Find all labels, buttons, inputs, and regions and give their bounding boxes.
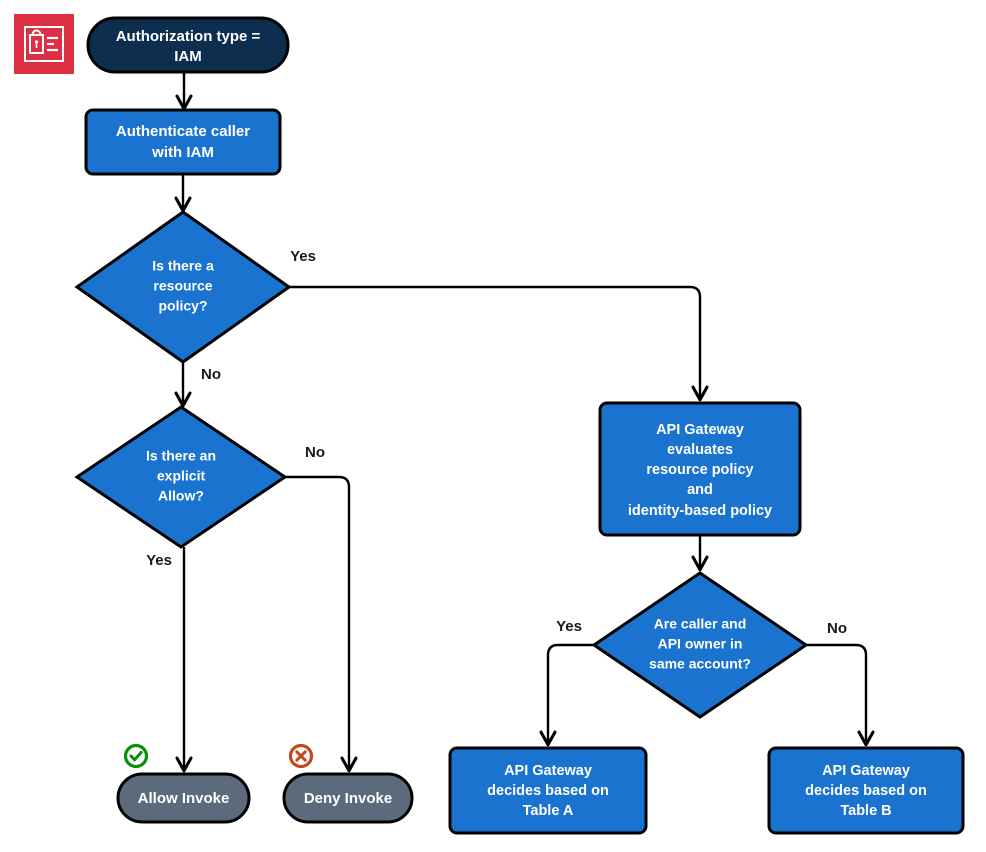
- edge-label-resource-policy-no: No: [201, 366, 221, 383]
- node-evaluates-line-2: evaluates: [667, 442, 733, 458]
- edge-same-account-yes-to-table-a: [548, 643, 594, 744]
- node-table-a-line-2: decides based on: [487, 783, 609, 799]
- node-allow-invoke-label: Allow Invoke: [138, 790, 230, 807]
- node-authenticate-line-1: Authenticate caller: [116, 123, 250, 140]
- check-circle-icon: [123, 743, 149, 769]
- node-deny-invoke-label: Deny Invoke: [304, 790, 392, 807]
- node-same-account-line-2: API owner in: [658, 636, 743, 652]
- x-circle-icon: [288, 743, 314, 769]
- edge-label-explicit-allow-no: No: [305, 444, 325, 461]
- node-same-account-line-1: Are caller and: [654, 616, 747, 632]
- node-start-line-2: IAM: [174, 48, 202, 65]
- node-deny-invoke[interactable]: Deny Invoke: [282, 772, 414, 824]
- node-evaluates-line-1: API Gateway: [656, 422, 744, 438]
- node-resource-policy-line-1: Is there a: [152, 258, 214, 274]
- node-table-a[interactable]: API Gateway decides based on Table A: [448, 746, 648, 835]
- node-same-account-line-3: same account?: [649, 656, 751, 672]
- node-start-authorization-type[interactable]: Authorization type = IAM: [86, 16, 290, 74]
- node-resource-policy-line-3: policy?: [158, 298, 207, 314]
- node-authenticate-line-2: with IAM: [151, 144, 214, 161]
- edge-resource-policy-yes-to-evaluates: [289, 285, 700, 399]
- edge-label-explicit-allow-yes: Yes: [146, 552, 172, 569]
- edge-label-resource-policy-yes: Yes: [290, 248, 316, 265]
- node-evaluates-line-5: identity-based policy: [628, 503, 772, 519]
- node-explicit-allow-line-3: Allow?: [158, 488, 204, 504]
- node-table-b-line-3: Table B: [840, 803, 891, 819]
- edge-explicit-allow-no-to-deny: [285, 475, 349, 770]
- node-table-b-line-2: decides based on: [805, 783, 927, 799]
- node-decision-explicit-allow[interactable]: Is there an explicit Allow?: [74, 405, 288, 549]
- node-decision-resource-policy[interactable]: Is there a resource policy?: [74, 210, 292, 364]
- node-authenticate-caller[interactable]: Authenticate caller with IAM: [84, 108, 282, 176]
- node-evaluates-line-3: resource policy: [646, 462, 753, 478]
- edge-label-same-account-no: No: [827, 620, 847, 637]
- node-table-b[interactable]: API Gateway decides based on Table B: [767, 746, 965, 835]
- node-evaluates-line-4: and: [687, 482, 713, 498]
- node-explicit-allow-line-2: explicit: [157, 468, 206, 484]
- node-allow-invoke[interactable]: Allow Invoke: [116, 772, 251, 824]
- edge-label-same-account-yes: Yes: [556, 618, 582, 635]
- node-resource-policy-line-2: resource: [153, 278, 212, 294]
- node-table-a-line-3: Table A: [523, 803, 574, 819]
- node-start-line-1: Authorization type =: [116, 28, 261, 45]
- aws-iam-icon: [14, 14, 74, 74]
- node-table-a-line-1: API Gateway: [504, 763, 592, 779]
- node-table-b-line-1: API Gateway: [822, 763, 910, 779]
- node-decision-same-account[interactable]: Are caller and API owner in same account…: [591, 571, 809, 719]
- node-evaluates-policies[interactable]: API Gateway evaluates resource policy an…: [598, 401, 802, 537]
- node-explicit-allow-line-1: Is there an: [146, 448, 216, 464]
- edge-same-account-no-to-table-b: [806, 643, 866, 744]
